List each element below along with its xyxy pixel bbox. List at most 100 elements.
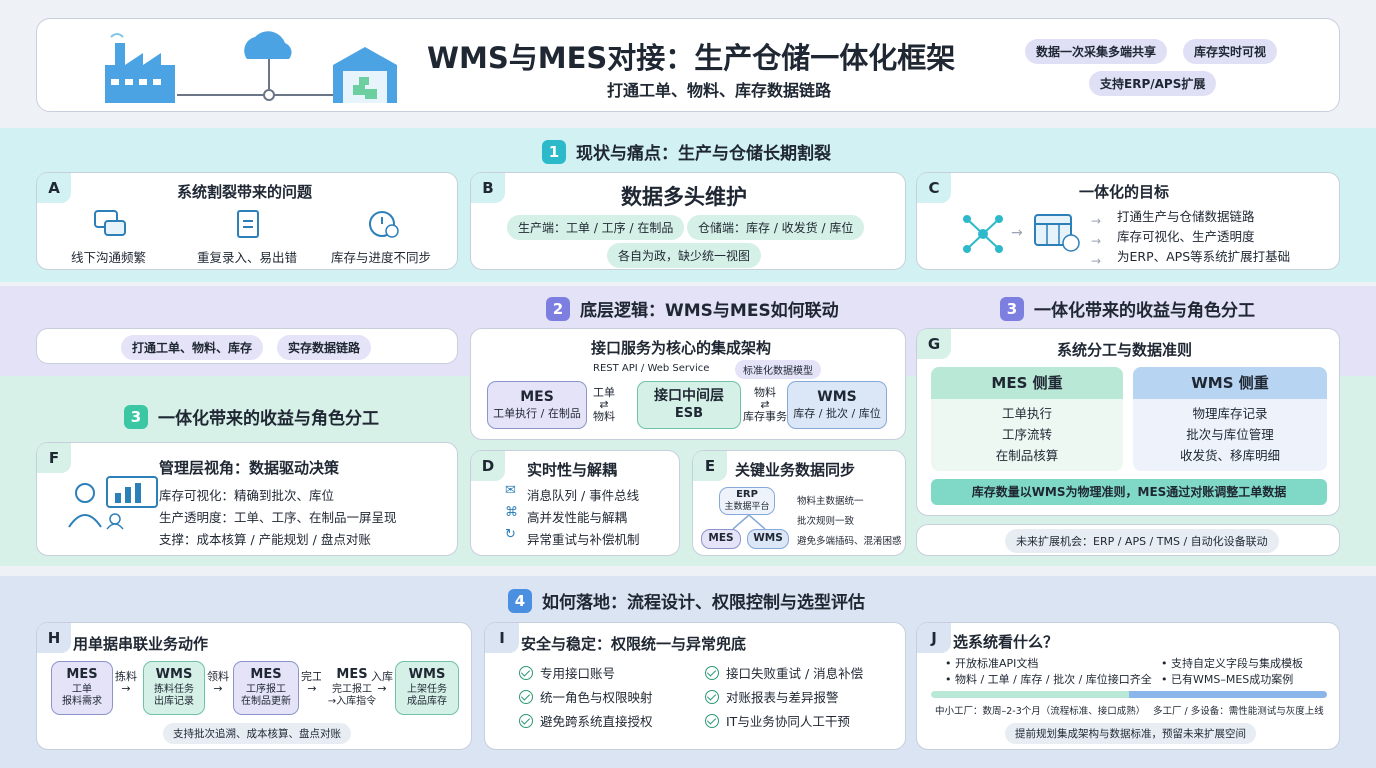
benefit-line: 生产透明度：工单、工序、在制品一屏呈现 <box>159 510 397 525</box>
card-letter: C <box>917 173 951 203</box>
arrow-icon: → <box>1011 225 1023 241</box>
flow-arrow: 完工→ <box>301 670 323 696</box>
esb-box: 接口中间层 ESB <box>637 381 741 429</box>
wms-label: WMS <box>817 389 857 406</box>
clock-icon <box>369 211 399 238</box>
card-letter: F <box>37 443 71 473</box>
flow-step: WMS 上架任务 成品库存 <box>395 661 459 715</box>
section-1-heading: 1 现状与痛点：生产与仓储长期割裂 <box>542 139 831 164</box>
flow-step: WMS 拣料任务 出库记录 <box>143 661 205 715</box>
selection-criterion: • 支持自定义字段与集成模板 <box>1161 657 1303 670</box>
section-number: 2 <box>546 296 570 321</box>
wms-focus-head: WMS 侧重 <box>1133 367 1327 399</box>
wms-focus-item: 物理库存记录 <box>1192 406 1268 421</box>
card-letter: I <box>485 623 519 653</box>
future-pill: 未来扩展机会：ERP / APS / TMS / 自动化设备联动 <box>1005 529 1279 553</box>
flow-arrow: 领料→ <box>207 670 229 696</box>
realtime-item: 高并发性能与解耦 <box>527 510 628 525</box>
section-2-heading: 2 底层逻辑：WMS与MES如何联动 <box>546 296 839 321</box>
mes-sub: 工单执行 / 在制品 <box>493 406 581 420</box>
card-d: D 实时性与解耦 ✉ ⌘ ↻ 消息队列 / 事件总线 高并发性能与解耦 异常重试… <box>470 450 680 556</box>
card-title: 选系统看什么？ <box>953 633 1059 651</box>
card-title: 安全与稳定：权限统一与异常兜底 <box>521 635 747 653</box>
chat-icon <box>94 210 126 236</box>
model-tag: 标准化数据模型 <box>735 360 821 379</box>
integration-card: 接口服务为核心的集成架构 REST API / Web Service 标准化数… <box>470 328 906 440</box>
goal-item: 打通生产与仓储数据链路 <box>1117 209 1255 224</box>
problem-label: 库存与进度不同步 <box>331 250 432 265</box>
link-pill: 打通工单、物料、库存 <box>121 335 264 360</box>
sync-note: 避免多端插码、混淆困惑 <box>797 536 902 547</box>
mes-label: MES <box>520 389 554 406</box>
section-3-heading-left: 3 一体化带来的收益与角色分工 <box>124 404 379 429</box>
section-title: 如何落地：流程设计、权限控制与选型评估 <box>542 593 865 613</box>
goal-item: 库存可视化、生产透明度 <box>1117 229 1255 244</box>
timeline-bar <box>931 691 1327 698</box>
selection-criterion: • 开放标准API文档 <box>945 657 1039 670</box>
card-title: 一体化的目标 <box>1079 183 1170 201</box>
card-letter: H <box>37 623 71 653</box>
document-icon <box>237 210 259 238</box>
data-rule-banner: 库存数量以WMS为物理准则，MES通过对账调整工单数据 <box>931 479 1327 505</box>
check-icon <box>519 690 533 704</box>
timeline-left: 中小工厂：数周–2-3个月（流程标准、接口成熟） <box>935 706 1146 717</box>
network-icon: ⌘ <box>505 505 518 520</box>
card-c: C 一体化的目标 → →→→ 打通生产与仓储数据链路 库存可视化、生产透明度 为… <box>916 172 1340 270</box>
link-pills-card: 打通工单、物料、库存 实存数据链路 <box>36 328 458 364</box>
flow-arrow: 拣料→ <box>115 670 137 696</box>
page-subtitle: 打通工单、物料、库存数据链路 <box>607 81 832 100</box>
header-tag: 支持ERP/APS扩展 <box>1089 71 1217 96</box>
mail-icon: ✉ <box>505 483 516 498</box>
header-tag: 库存实时可视 <box>1183 39 1278 64</box>
mes-chip: MES <box>701 529 741 549</box>
check-icon <box>519 714 533 728</box>
network-hub-icon <box>963 215 1003 253</box>
card-b: B 数据多头维护 生产端：工单 / 工序 / 在制品 仓储端：库存 / 收发货 … <box>470 172 906 270</box>
problem-label: 重复录入、易出错 <box>197 250 298 265</box>
mes-focus-item: 工序流转 <box>1001 427 1052 442</box>
mes-esb-arrow: 工单⇄物料 <box>593 386 615 424</box>
data-pill: 仓储端：库存 / 收发货 / 库位 <box>687 215 865 240</box>
section-number: 3 <box>124 404 148 429</box>
realtime-item: 消息队列 / 事件总线 <box>527 488 640 503</box>
mes-focus-item: 在制品核算 <box>995 448 1059 463</box>
flow-arrow: 入库→ <box>371 670 393 696</box>
section-number: 1 <box>542 139 566 164</box>
card-title: 用单据串联业务动作 <box>73 635 209 653</box>
flow-step: MES 工序报工 在制品更新 <box>233 661 299 715</box>
problem-label: 线下沟通频繁 <box>71 250 147 265</box>
branch-arrows: →→→ <box>1091 214 1102 268</box>
benefit-line: 支撑：成本核算 / 产能规划 / 盘点对账 <box>159 532 371 547</box>
erp-label: ERP <box>736 489 758 501</box>
goal-item: 为ERP、APS等系统扩展打基础 <box>1117 249 1291 264</box>
security-item: 接口失败重试 / 消息补偿 <box>726 666 864 681</box>
selection-footer: 提前规划集成架构与数据标准，预留未来扩展空间 <box>1005 723 1256 744</box>
sync-note: 批次规则一致 <box>797 516 855 527</box>
check-icon <box>705 714 719 728</box>
wms-focus-item: 批次与库位管理 <box>1186 427 1274 442</box>
security-item: 专用接口账号 <box>540 666 616 681</box>
erp-sub: 主数据平台 <box>724 501 770 512</box>
section-title: 一体化带来的收益与角色分工 <box>158 409 379 429</box>
section-title: 底层逻辑：WMS与MES如何联动 <box>580 301 839 321</box>
security-item: 避免跨系统直接授权 <box>540 714 653 729</box>
card-title: 管理层视角：数据驱动决策 <box>159 459 340 477</box>
wms-box: WMS 库存 / 批次 / 库位 <box>787 381 887 429</box>
header-tag: 数据一次采集多端共享 <box>1025 39 1168 64</box>
mes-box: MES 工单执行 / 在制品 <box>487 381 587 429</box>
security-item: 统一角色与权限映射 <box>540 690 653 705</box>
table-icon <box>1034 214 1080 252</box>
section-3-heading-right: 3 一体化带来的收益与角色分工 <box>1000 296 1255 321</box>
security-item: IT与业务协同人工干预 <box>726 714 850 729</box>
card-letter: G <box>917 329 951 359</box>
card-letter: E <box>693 451 727 481</box>
section-title: 一体化带来的收益与角色分工 <box>1034 301 1255 321</box>
card-title: 系统割裂带来的问题 <box>177 183 313 201</box>
card-title: 系统分工与数据准则 <box>1057 341 1193 359</box>
future-card: 未来扩展机会：ERP / APS / TMS / 自动化设备联动 <box>916 524 1340 556</box>
flow-step: MES 完工报工 →入库指令 <box>321 661 383 715</box>
security-item: 对账报表与差异报警 <box>726 690 839 705</box>
card-a: A 系统割裂带来的问题 线下沟通频繁 重复录入、易出错 库存与进度不同步 <box>36 172 458 270</box>
timeline-right: 多工厂 / 多设备：需性能测试与灰度上线 <box>1153 706 1324 717</box>
card-title: 数据多头维护 <box>621 185 747 209</box>
